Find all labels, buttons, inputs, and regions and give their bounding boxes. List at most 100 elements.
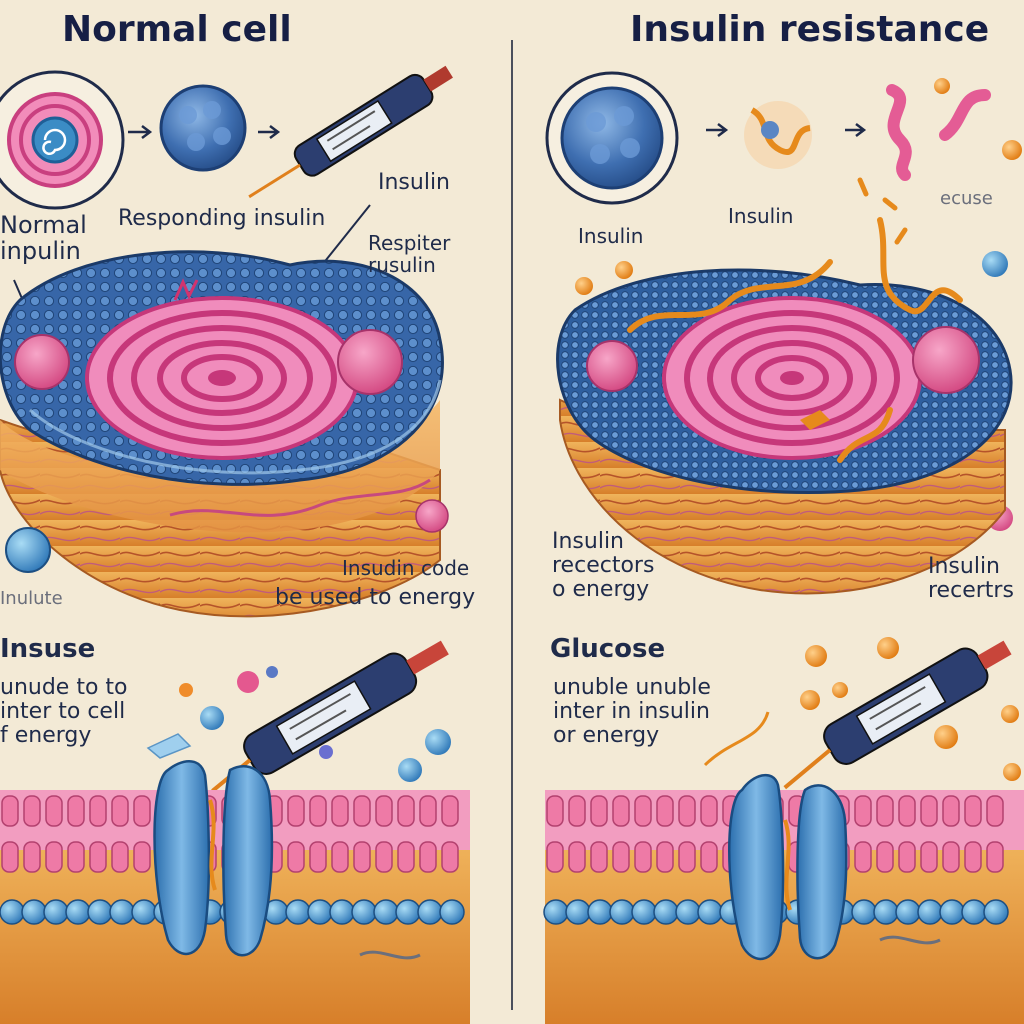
label-normal-inpulin: Normal inpulin [0, 211, 87, 266]
membrane-head [23, 841, 41, 873]
normal-cell-cross-section [0, 250, 444, 618]
panel-title-normal-cell: Normal cell [62, 9, 292, 50]
glucose-molecule-icon [800, 690, 820, 710]
membrane-bead [873, 899, 899, 925]
membrane-head [89, 841, 107, 873]
glucose-molecule-icon [982, 251, 1008, 277]
membrane-head [441, 841, 459, 873]
membrane-head [45, 795, 63, 827]
membrane-head [111, 795, 129, 827]
insulin-chain-icon [939, 89, 991, 141]
membrane-bead [329, 899, 355, 925]
membrane-head [546, 841, 564, 873]
label-responding-insulin: Responding insulin [118, 206, 326, 231]
membrane-head [375, 795, 393, 827]
membrane-head [89, 795, 107, 827]
membrane-head [111, 841, 129, 873]
membrane-head [45, 841, 63, 873]
membrane-head [546, 795, 564, 827]
glucose-molecule-icon [1003, 763, 1021, 781]
membrane-bead [65, 899, 91, 925]
label-insulin-right-a: Insulin [578, 224, 644, 248]
insulin-chain-icon [703, 711, 770, 767]
membrane-head [309, 795, 327, 827]
label-insulin-top-left: Insulin [378, 170, 451, 195]
membrane-bead [697, 899, 723, 925]
membrane-head [700, 841, 718, 873]
glucose-molecule-icon [5, 527, 51, 573]
membrane-head [441, 795, 459, 827]
membrane-bead [609, 899, 635, 925]
membrane-bead [285, 899, 311, 925]
glucose-molecule-icon [615, 261, 633, 279]
glucose-molecule-icon [832, 682, 848, 698]
membrane-head [964, 795, 982, 827]
resistant-cell-cross-section [556, 177, 1013, 595]
glucose-molecule-icon [425, 729, 451, 755]
membrane-head [353, 795, 371, 827]
membrane-bead [0, 899, 25, 925]
syringe-icon [783, 640, 1012, 790]
membrane-bead [109, 899, 135, 925]
membrane-head [678, 841, 696, 873]
membrane-bead [895, 899, 921, 925]
label-inulute: Inulute [0, 588, 63, 609]
membrane-head [678, 795, 696, 827]
membrane-head [986, 795, 1004, 827]
membrane-head [353, 841, 371, 873]
membrane-bead [631, 899, 657, 925]
arrow-right-icon [258, 125, 281, 139]
membrane-head [898, 795, 916, 827]
membrane-head [67, 795, 85, 827]
membrane-head [964, 841, 982, 873]
membrane-head [23, 795, 41, 827]
membrane-head [612, 795, 630, 827]
membrane-bead [373, 899, 399, 925]
membrane-head [612, 841, 630, 873]
membrane-bead [917, 899, 943, 925]
membrane-bead [587, 899, 613, 925]
membrane-head [568, 841, 586, 873]
membrane-bead [351, 899, 377, 925]
glucose-molecule-icon [179, 683, 193, 697]
membrane-bead [851, 899, 877, 925]
membrane-bead [417, 899, 443, 925]
membrane-head [287, 795, 305, 827]
membrane-head [397, 841, 415, 873]
membrane-head [568, 795, 586, 827]
panel-title-insulin-resistance: Insulin resistance [630, 9, 990, 50]
glucose-molecule-icon [934, 725, 958, 749]
glucose-molecule-icon [159, 84, 247, 172]
glucose-molecule-icon [266, 666, 278, 678]
glucose-molecule-icon [319, 745, 333, 759]
membrane-bead [675, 899, 701, 925]
membrane-head [876, 841, 894, 873]
membrane-bead [983, 899, 1009, 925]
leader-line [317, 204, 371, 271]
membrane-head [1, 795, 19, 827]
label-insulin-recertrs: Insulin recertrs [928, 554, 1014, 604]
glucose-molecule-icon [545, 71, 679, 205]
insulin-chain-icon [879, 935, 941, 945]
label-insudin-code: Insudin code [342, 556, 470, 580]
membrane-head [854, 841, 872, 873]
membrane-head [986, 841, 1004, 873]
membrane-bead [307, 899, 333, 925]
membrane-head [590, 795, 608, 827]
membrane-bead [653, 899, 679, 925]
membrane-head [656, 795, 674, 827]
label-insulin-recectors: Insulin recectors o energy [552, 529, 655, 603]
glucose-molecule-icon [1001, 705, 1019, 723]
glucose-molecule-icon [575, 277, 593, 295]
label-unude-inter-to-cell: unude to to inter to cell f energy [0, 675, 128, 749]
syringe-icon [211, 640, 449, 793]
glucose-molecule-icon [934, 78, 950, 94]
membrane-head [854, 795, 872, 827]
arrow-right-icon [128, 125, 153, 139]
membrane-head [634, 795, 652, 827]
insulin-chain-icon [359, 950, 421, 960]
label-glucose: Glucose [550, 634, 666, 664]
membrane-bead [939, 899, 965, 925]
glucose-molecule-icon [200, 706, 224, 730]
arrow-right-icon [845, 123, 867, 137]
